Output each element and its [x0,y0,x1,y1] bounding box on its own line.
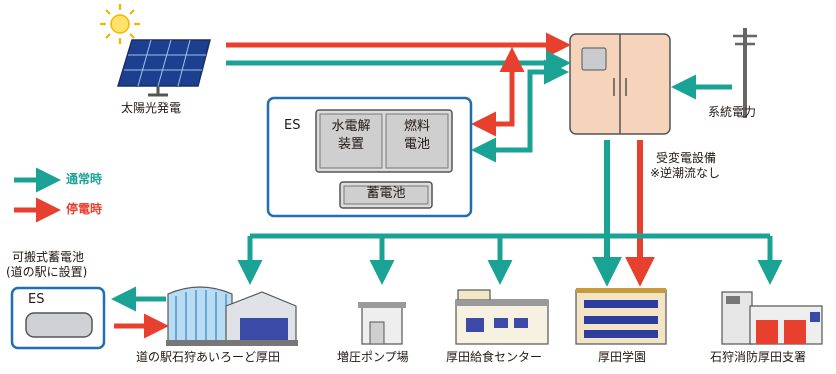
substation-note: ※逆潮流なし [650,166,721,180]
portable-battery-note: (道の駅に設置) [6,265,88,279]
portable-es-tag: ES [28,292,45,307]
legend-outage-label: 停電時 [66,202,103,216]
substation-cabinet-icon [569,33,671,135]
sun-icon [100,4,140,44]
grid-label: 系統電力 [708,105,757,119]
solar-panel-icon [116,39,211,97]
facility-label-school: 厚田学園 [598,350,647,364]
es-box-tag: ES [284,118,301,133]
substation-label: 受変電設備 [656,151,717,165]
portable-battery-label: 可搬式蓄電池 [12,250,85,264]
electrolyzer-fuelcell-unit [315,109,453,173]
fuelcell-label-line2: 電池 [403,137,430,152]
michinoeki-building-icon [166,286,298,346]
es-to-substation-normal-line [486,59,569,153]
facility-label-lunch-center: 厚田給食センター [446,350,543,364]
utility-pole-icon [733,28,757,118]
electrolyzer-label-line2: 装置 [337,137,364,152]
facility-label-michinoeki: 道の駅石狩あいろーど厚田 [136,350,281,364]
solar-label: 太陽光発電 [121,101,182,115]
facility-label-fire-station: 石狩消防厚田支署 [710,350,807,364]
legend-normal-label: 通常時 [66,172,103,186]
es-to-substation-outage-line [486,47,525,127]
lunch-center-building-icon [455,289,549,345]
portable-battery-icon [25,312,93,338]
electrolyzer-label-line1: 水電解 [331,119,371,134]
battery-label: 蓄電池 [366,186,406,201]
fire-station-building-icon [721,291,823,345]
school-building-icon [575,288,667,345]
facility-label-pump-station: 増圧ポンプ場 [337,350,409,364]
battery-unit [339,181,433,209]
pump-station-building-icon [358,302,406,345]
fuelcell-label-line1: 燃料 [403,119,430,134]
